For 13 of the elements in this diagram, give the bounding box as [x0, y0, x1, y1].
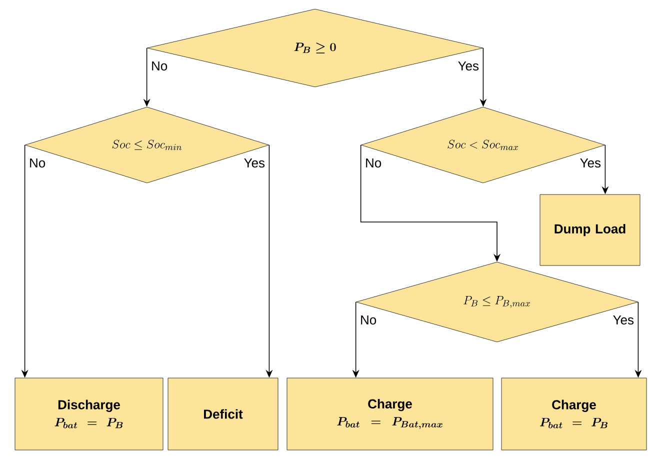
process-box: Charge $P_{bat} = P_{Bat,max}$	[286, 378, 494, 450]
edge-label: No	[361, 315, 376, 325]
edge-label: Yes	[244, 158, 265, 168]
process-box: Deficit	[168, 378, 278, 450]
edge-label: No	[30, 158, 46, 168]
process-box: Dump Load	[540, 194, 640, 266]
edge-label: No	[152, 61, 168, 71]
edge-label: Yes	[458, 61, 479, 71]
edge-label: Yes	[613, 315, 634, 325]
process-box: Discharge $P_{bat} = P_B$	[14, 378, 164, 450]
edge-label: No	[366, 158, 382, 168]
process-box: Charge $P_{bat} = P_B$	[501, 378, 647, 450]
edge-label: Yes	[580, 158, 601, 168]
